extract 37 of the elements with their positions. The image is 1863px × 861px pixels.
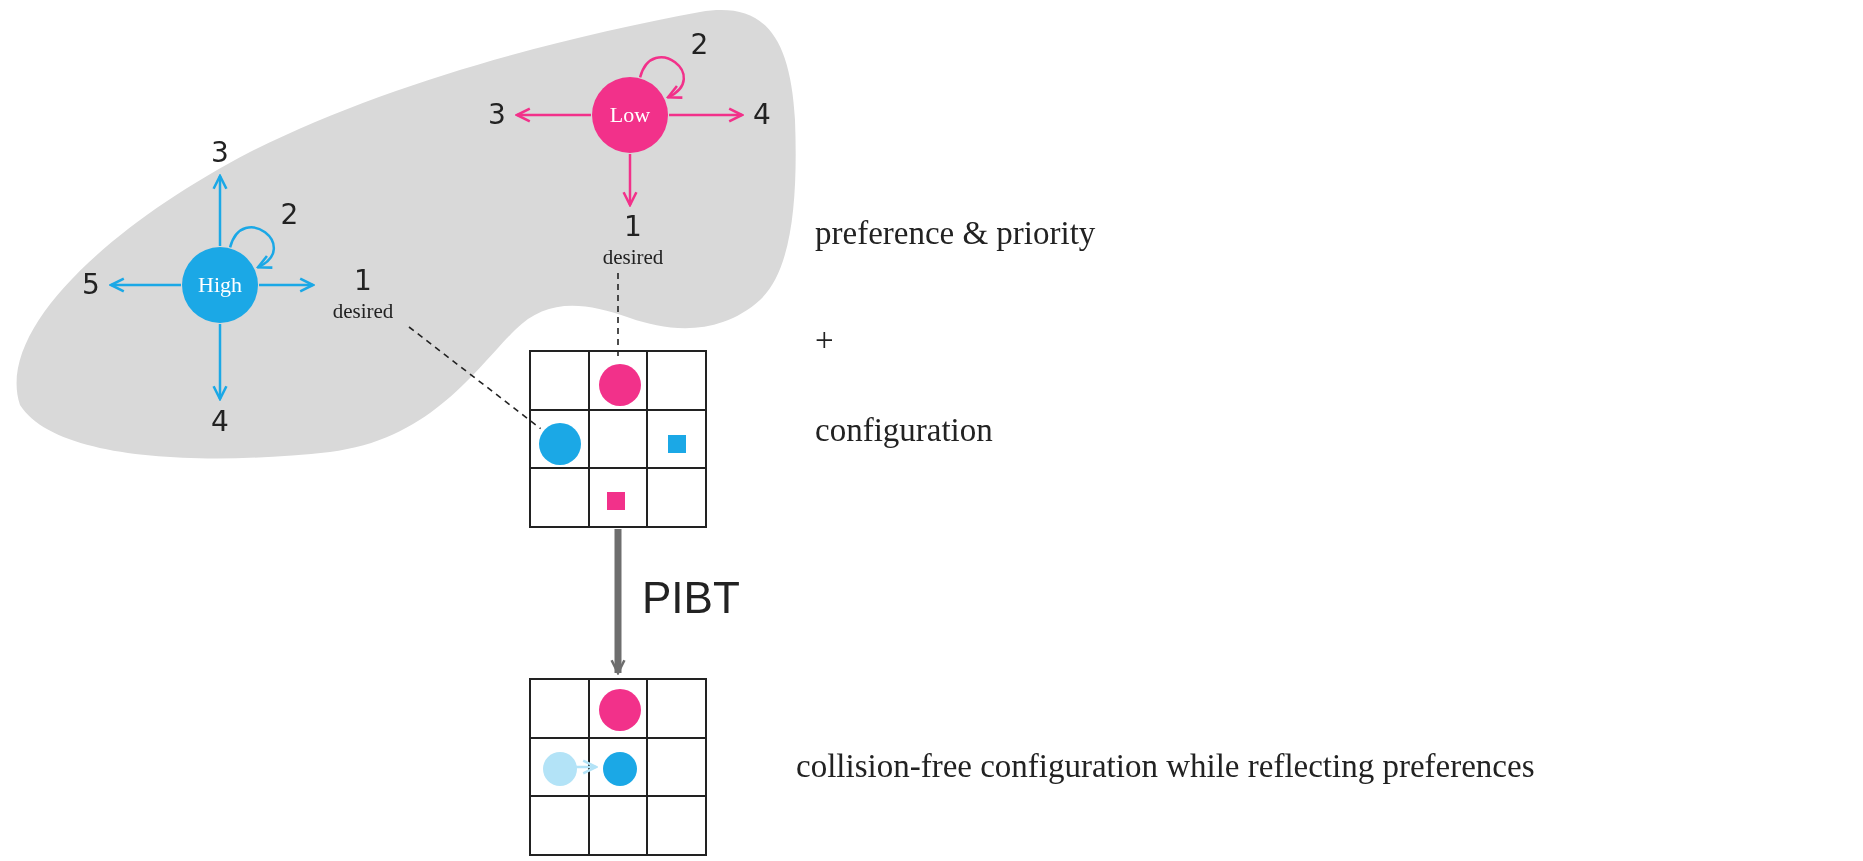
arrow xyxy=(109,277,181,293)
goal-square xyxy=(668,435,686,453)
number-label: 1 xyxy=(353,264,373,298)
arrow xyxy=(669,107,744,123)
grid-drawing xyxy=(529,678,707,856)
arrow xyxy=(610,529,626,675)
arrow xyxy=(638,56,685,99)
agent-circle xyxy=(603,752,637,786)
edge-label: 2 xyxy=(690,28,709,62)
caption-text: desired xyxy=(601,244,665,270)
grid-drawing xyxy=(529,350,707,528)
number-label: 4 xyxy=(747,97,777,133)
edge-label: PIBT xyxy=(642,573,740,623)
arrow xyxy=(622,154,638,207)
agent-circle xyxy=(599,689,641,731)
arrow xyxy=(228,226,275,269)
number-label: 4 xyxy=(205,404,235,440)
arrow xyxy=(515,107,591,123)
caption-text: preference & priority xyxy=(815,215,1096,252)
number-label: 5 xyxy=(76,267,106,303)
edge-label: 2 xyxy=(280,198,299,232)
number-label: 3 xyxy=(482,97,512,133)
caption-text: + xyxy=(815,322,834,359)
agent-circle xyxy=(543,752,577,786)
caption-text: desired xyxy=(331,298,395,324)
caption-text: collision-free configuration while reflecting preferences xyxy=(796,748,1535,785)
number-label: 1 xyxy=(623,210,643,244)
arrow xyxy=(212,174,228,246)
arrow xyxy=(576,759,598,775)
number-label: 3 xyxy=(205,135,235,171)
caption-text: configuration xyxy=(815,412,993,449)
agent-circle xyxy=(599,364,641,406)
arrow xyxy=(212,324,228,401)
leader-line xyxy=(408,326,542,430)
agent-circle xyxy=(539,423,581,465)
arrow xyxy=(259,277,315,293)
goal-square xyxy=(607,492,625,510)
